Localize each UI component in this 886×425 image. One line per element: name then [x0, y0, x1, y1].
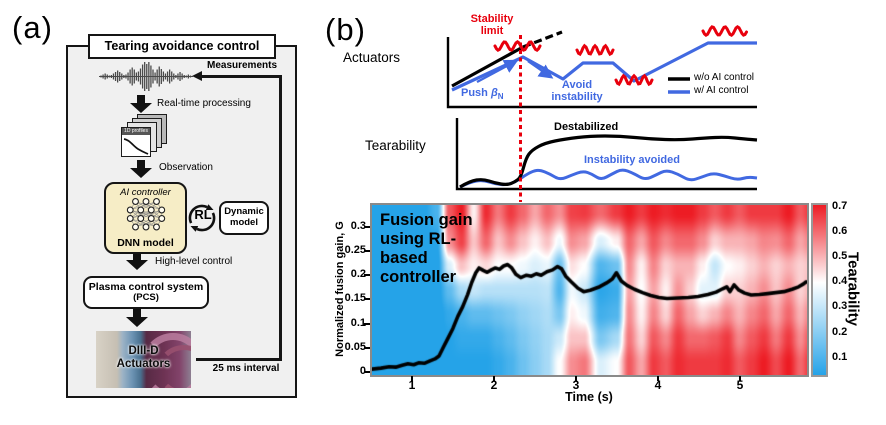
y-tick-mark [364, 250, 370, 252]
diiid-actuators-image: DIII-D Actuators [96, 331, 191, 388]
x-tick-mark [575, 376, 577, 381]
high-level-control-label: High-level control [155, 256, 233, 267]
tearability-concept-chart [455, 118, 758, 191]
destabilized-annotation: Destabilized [554, 121, 619, 133]
panel-a-title: Tearing avoidance control [88, 34, 276, 59]
actuator-caption-line1: DIII-D [128, 345, 159, 357]
colorbar-tick-label: 0.7 [832, 200, 848, 212]
ai-controller-title: AI controller [120, 187, 171, 198]
x-tick-label: 5 [736, 378, 744, 392]
arrow-down-icon [126, 309, 148, 327]
pcs-label-line2: (PCS) [133, 292, 159, 303]
actuator-caption-line2: Actuators [116, 358, 171, 371]
actuators-axis-label: Actuators [343, 50, 401, 65]
pcs-label-line1: Plasma control system [88, 281, 204, 293]
y-tick-mark [364, 347, 370, 349]
y-tick-mark [364, 323, 370, 325]
dnn-model-label: DNN model [117, 237, 174, 249]
arrow-down-icon [130, 95, 152, 113]
x-tick-label: 4 [654, 378, 662, 392]
y-tick-mark [364, 298, 370, 300]
y-tick-mark [364, 274, 370, 276]
x-tick-mark [657, 376, 659, 381]
feedback-line-right [279, 75, 282, 360]
stability-limit-marker-line [519, 35, 522, 202]
profiles-stack-front: 1D profiles [121, 127, 151, 157]
avoid-instability-annotation: Avoid instability [551, 79, 603, 104]
x-tick-label: 2 [490, 378, 498, 392]
legend-wo-ai-label: w/o AI control [694, 72, 755, 83]
y-tick-label: 0.1 [350, 317, 366, 329]
tokamak-coil-shape [141, 333, 191, 388]
fusion-gain-annotation: Fusion gain using RL-based controller [380, 211, 473, 286]
measurements-label: Measurements [206, 60, 278, 71]
y-tick-label: 0.3 [350, 220, 366, 232]
x-tick-mark [493, 376, 495, 381]
panel-a-label: (a) [12, 10, 53, 45]
panel-b-label: (b) [325, 12, 366, 47]
colorbar-label: Tearability [844, 252, 862, 326]
instability-avoided-annotation: Instability avoided [584, 154, 680, 166]
neural-network-icon [126, 198, 165, 231]
colorbar-tick-label: 0.5 [832, 250, 848, 262]
dynamic-model-line2: model [230, 217, 258, 229]
rl-cycle-icon [188, 204, 216, 232]
heatmap-x-axis-label: Time (s) [565, 390, 613, 404]
feedback-line-top [201, 75, 281, 78]
y-tick-label: 0.25 [344, 244, 366, 256]
y-tick-label: 0 [359, 365, 366, 377]
pcs-box: Plasma control system (PCS) [83, 276, 209, 309]
y-tick-mark [364, 371, 370, 373]
ai-controller-box: AI controller DNN model [104, 182, 187, 254]
actuators-concept-chart [446, 24, 757, 109]
legend-w-ai-label: w/ AI control [694, 85, 749, 96]
observation-label: Observation [159, 162, 213, 173]
arrow-left-icon [192, 71, 202, 81]
profile-curve-icon [123, 138, 149, 155]
colorbar-tick-label: 0.1 [832, 351, 848, 363]
arrow-down-icon [126, 252, 148, 270]
rl-label: RL [194, 207, 212, 222]
push-beta-annotation: Push βN [461, 87, 504, 102]
heatmap-y-axis-label: Normalized fusion gain, G [334, 221, 346, 357]
signal-waveform-icon [99, 62, 193, 91]
colorbar-frame [811, 203, 828, 377]
dynamic-model-box: Dynamic model [219, 201, 269, 235]
y-tick-label: 0.15 [344, 292, 366, 304]
profiles-icon-label: 1D profiles [122, 128, 150, 135]
stability-limit-annotation: Stability limit [470, 13, 514, 38]
tearability-axis-label: Tearability [365, 138, 426, 153]
heatmap-frame [370, 203, 809, 377]
colorbar-tick-label: 0.3 [832, 300, 848, 312]
dynamic-model-line1: Dynamic [224, 206, 264, 217]
interval-label: 25 ms interval [212, 363, 280, 374]
x-tick-mark [739, 376, 741, 381]
tearability-colorbar [813, 205, 826, 375]
x-tick-label: 1 [408, 378, 416, 392]
feedback-line-bottom [196, 358, 282, 361]
realtime-processing-label: Real-time processing [157, 98, 251, 109]
arrow-down-icon [130, 160, 152, 178]
y-tick-label: 0.2 [350, 268, 366, 280]
y-tick-mark [364, 226, 370, 228]
x-tick-mark [411, 376, 413, 381]
y-tick-label: 0.05 [344, 341, 366, 353]
colorbar-tick-label: 0.2 [832, 326, 848, 338]
profiles-stack-icon: 1D profiles [121, 114, 171, 160]
colorbar-tick-label: 0.4 [832, 275, 848, 287]
colorbar-tick-label: 0.6 [832, 225, 848, 237]
tokamak-coil-shape [157, 345, 191, 388]
fusion-gain-heatmap [372, 205, 807, 375]
x-tick-label: 3 [572, 378, 580, 392]
